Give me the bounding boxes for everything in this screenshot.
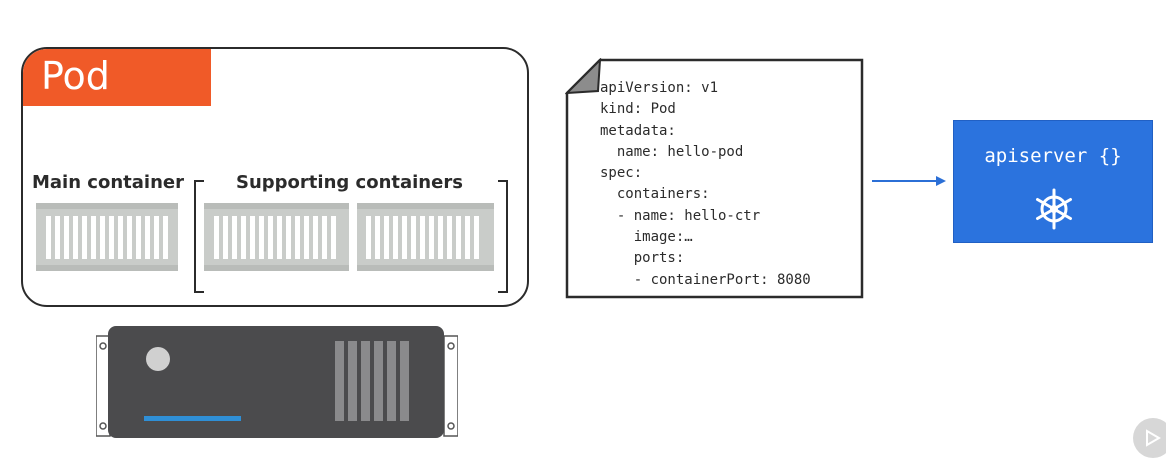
yaml-line: apiVersion: v1 — [600, 80, 719, 96]
kubernetes-helm-icon — [1036, 188, 1072, 230]
yaml-line: metadata: — [600, 122, 676, 139]
supporting-bracket-left — [194, 180, 204, 293]
yaml-line: ports: — [600, 250, 685, 267]
yaml-line: - name: hello-ctr — [600, 207, 761, 224]
play-badge[interactable] — [1133, 418, 1166, 458]
yaml-line: name: hello-pod — [600, 143, 744, 160]
server-icon — [96, 326, 458, 438]
yaml-line: image:… — [600, 229, 693, 246]
apiserver-label: apiserver {} — [984, 145, 1122, 167]
apiserver-box: apiserver {} — [953, 120, 1153, 243]
pod-manifest-yaml: apiVersion: v1 kind: Pod metadata: name:… — [600, 78, 811, 291]
main-container-label: Main container — [32, 172, 184, 193]
yaml-line: - containerPort: 8080 — [600, 271, 811, 288]
supporting-container-icon-2 — [357, 203, 494, 271]
main-container-icon — [36, 203, 178, 271]
play-icon — [1146, 429, 1161, 447]
yaml-line: containers: — [600, 186, 710, 203]
arrow-right-icon — [872, 176, 946, 186]
supporting-bracket-right — [498, 180, 508, 293]
supporting-container-icon-1 — [204, 203, 349, 271]
yaml-document-icon — [565, 58, 864, 299]
supporting-containers-label: Supporting containers — [236, 172, 463, 193]
pod-title: Pod — [23, 49, 211, 106]
yaml-line: spec: — [600, 165, 643, 182]
yaml-line: kind: Pod — [600, 101, 676, 118]
